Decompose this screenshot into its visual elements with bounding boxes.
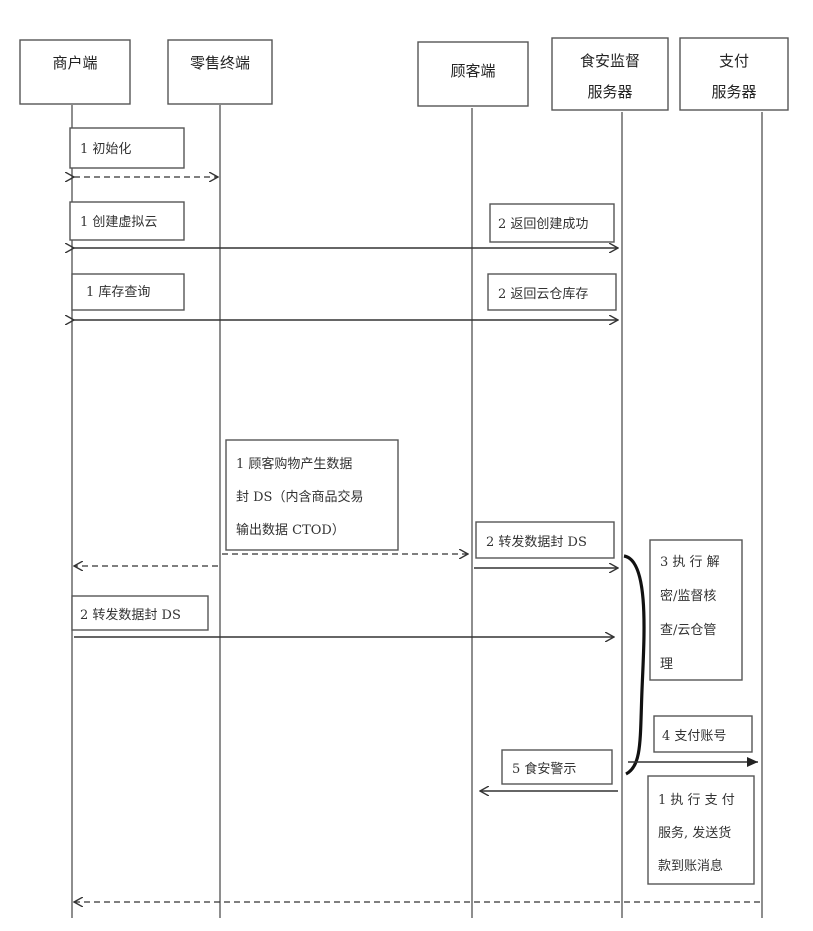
message-pay-exec-label-3: 款到账消息 xyxy=(658,858,723,874)
message-pay-account: 4 支付账号 xyxy=(654,716,752,752)
message-init-label: 1 初始化 xyxy=(80,142,131,157)
message-inventory-query: 1 库存查询 xyxy=(72,274,184,310)
message-execute-label-2: 密/监督核 xyxy=(660,588,716,604)
message-init: 1 初始化 xyxy=(70,128,218,177)
participant-customer-label: 顾客端 xyxy=(450,62,495,80)
participant-food-server: 食安监督 服务器 xyxy=(552,38,668,110)
message-execute-label-1: 3 执 行 解 xyxy=(660,555,720,570)
activation-curve xyxy=(624,556,644,774)
message-forward-ds-customer: 2 转发数据封 DS xyxy=(476,522,614,558)
message-pay-account-label: 4 支付账号 xyxy=(662,729,726,744)
message-execute-label-4: 理 xyxy=(660,657,673,672)
participant-pay-server-label-2: 服务器 xyxy=(711,83,756,101)
participant-customer: 顾客端 xyxy=(418,42,528,106)
message-inventory-query-label: 1 库存查询 xyxy=(86,284,150,300)
message-purchase-label-2: 封 DS（内含商品交易 xyxy=(236,489,363,505)
message-pay-exec-label-1: 1 执 行 支 付 xyxy=(658,793,735,808)
message-create-cloud: 1 创建虚拟云 xyxy=(70,202,184,240)
message-create-ok-label: 2 返回创建成功 xyxy=(498,217,588,232)
message-purchase-label-1: 1 顾客购物产生数据 xyxy=(236,456,352,472)
message-forward-ds-customer-label: 2 转发数据封 DS xyxy=(486,534,587,550)
participant-terminal-label: 零售终端 xyxy=(190,54,250,72)
message-forward-ds-merchant: 2 转发数据封 DS xyxy=(72,596,208,630)
participant-pay-server: 支付 服务器 xyxy=(680,38,788,110)
message-purchase: 1 顾客购物产生数据 封 DS（内含商品交易 输出数据 CTOD） xyxy=(226,440,398,550)
message-food-alert: 5 食安警示 xyxy=(502,750,612,784)
message-pay-exec: 1 执 行 支 付 服务, 发送货 款到账消息 xyxy=(648,776,754,884)
participant-food-server-label-2: 服务器 xyxy=(587,83,632,101)
message-forward-ds-merchant-label: 2 转发数据封 DS xyxy=(80,607,181,623)
participant-food-server-label-1: 食安监督 xyxy=(580,52,640,70)
message-execute: 3 执 行 解 密/监督核 查/云仓管 理 xyxy=(650,540,742,680)
message-return-inventory-label: 2 返回云仓库存 xyxy=(498,286,588,302)
message-execute-label-3: 查/云仓管 xyxy=(660,623,716,638)
message-purchase-label-3: 输出数据 CTOD） xyxy=(236,522,345,538)
message-create-cloud-label: 1 创建虚拟云 xyxy=(80,215,157,230)
message-return-inventory: 2 返回云仓库存 xyxy=(488,274,616,310)
message-pay-exec-label-2: 服务, 发送货 xyxy=(658,825,731,841)
participant-pay-server-label-1: 支付 xyxy=(719,52,749,70)
participant-terminal: 零售终端 xyxy=(168,40,272,104)
participant-merchant: 商户端 xyxy=(20,40,130,104)
message-food-alert-label: 5 食安警示 xyxy=(512,761,576,777)
message-create-ok: 2 返回创建成功 xyxy=(490,204,614,242)
participant-merchant-label: 商户端 xyxy=(52,54,97,72)
